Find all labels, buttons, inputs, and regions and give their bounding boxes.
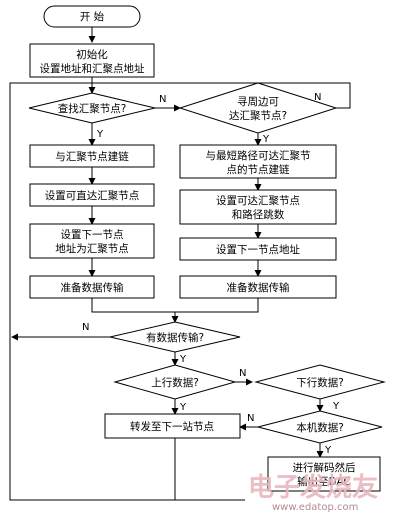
yes-label-find-neighbor: Y: [262, 134, 270, 145]
has-data-decision: [109, 321, 241, 353]
link-shortest-box: [179, 144, 337, 179]
find-neighbor-label-1: 寻周边可: [237, 96, 279, 108]
set-next-sink-label-2: 地址为汇聚节点: [55, 242, 129, 255]
link-sink-label: 与汇聚节点建链: [55, 150, 129, 163]
yes-label-uplink: Y: [179, 402, 187, 413]
downlink-decision: [254, 364, 386, 400]
start-label: 开 始: [80, 10, 105, 23]
set-reachable-hops-label-1: 设置可达汇聚节点: [216, 194, 300, 207]
no-label-find-sink: N: [159, 94, 166, 105]
downlink-label: 下行数据?: [296, 376, 344, 389]
set-next-addr-label: 设置下一节点地址: [216, 243, 300, 256]
set-reachable-hops-label-2: 和路径跳数: [232, 208, 285, 221]
link-shortest-label-2: 点的节点建链: [227, 163, 290, 176]
find-sink-decision: [28, 92, 156, 124]
start-terminal: [43, 5, 141, 28]
forward-box: [104, 413, 241, 439]
no-label-local-data: N: [247, 413, 254, 424]
local-data-decision: [257, 410, 383, 444]
yes-label-downlink: Y: [332, 401, 340, 412]
prepare-right-box: [179, 275, 337, 299]
no-label-has-data: N: [82, 322, 89, 333]
link-shortest-label-1: 与最短路径可达汇聚节: [206, 149, 311, 162]
uplink-decision: [113, 364, 237, 400]
yes-label-local-data: Y: [324, 445, 332, 456]
no-label-find-neighbor: N: [314, 92, 321, 103]
prepare-right-label: 准备数据传输: [227, 281, 290, 294]
find-sink-label: 查找汇聚节点?: [58, 102, 127, 115]
no-label-uplink: N: [239, 368, 246, 379]
connectors: [9, 27, 351, 501]
set-reachable-label: 设置可直达汇聚节点: [45, 189, 140, 202]
yes-label-has-data: Y: [179, 354, 187, 365]
find-neighbor-decision: [178, 82, 338, 134]
uplink-label: 上行数据?: [151, 376, 199, 389]
decode-box: [267, 456, 381, 492]
decode-label-1: 进行解码然后: [293, 461, 356, 474]
set-reachable-box: [29, 183, 155, 207]
has-data-label: 有数据传输?: [146, 331, 204, 344]
forward-label: 转发至下一站节点: [130, 420, 214, 433]
watermark-brand: 电子发烧友: [248, 472, 378, 503]
prepare-left-box: [29, 275, 155, 299]
yes-label-find-sink: Y: [96, 129, 104, 140]
init-label-1: 初始化: [76, 48, 108, 61]
set-reachable-hops-box: [179, 189, 337, 225]
link-sink-box: [29, 144, 155, 168]
decode-label-2: 输出至DAC: [297, 475, 351, 488]
local-data-label: 本机数据?: [296, 421, 344, 434]
init-box: [29, 43, 155, 78]
find-neighbor-label-2: 达汇聚节点?: [229, 109, 287, 122]
init-label-2: 设置地址和汇聚点地址: [40, 62, 145, 75]
watermark-url: www.edatop.com: [272, 502, 358, 513]
set-next-sink-label-1: 设置下一节点: [61, 229, 124, 241]
set-next-addr-box: [179, 237, 337, 261]
prepare-left-label: 准备数据传输: [61, 281, 124, 294]
set-next-sink-box: [29, 223, 155, 259]
